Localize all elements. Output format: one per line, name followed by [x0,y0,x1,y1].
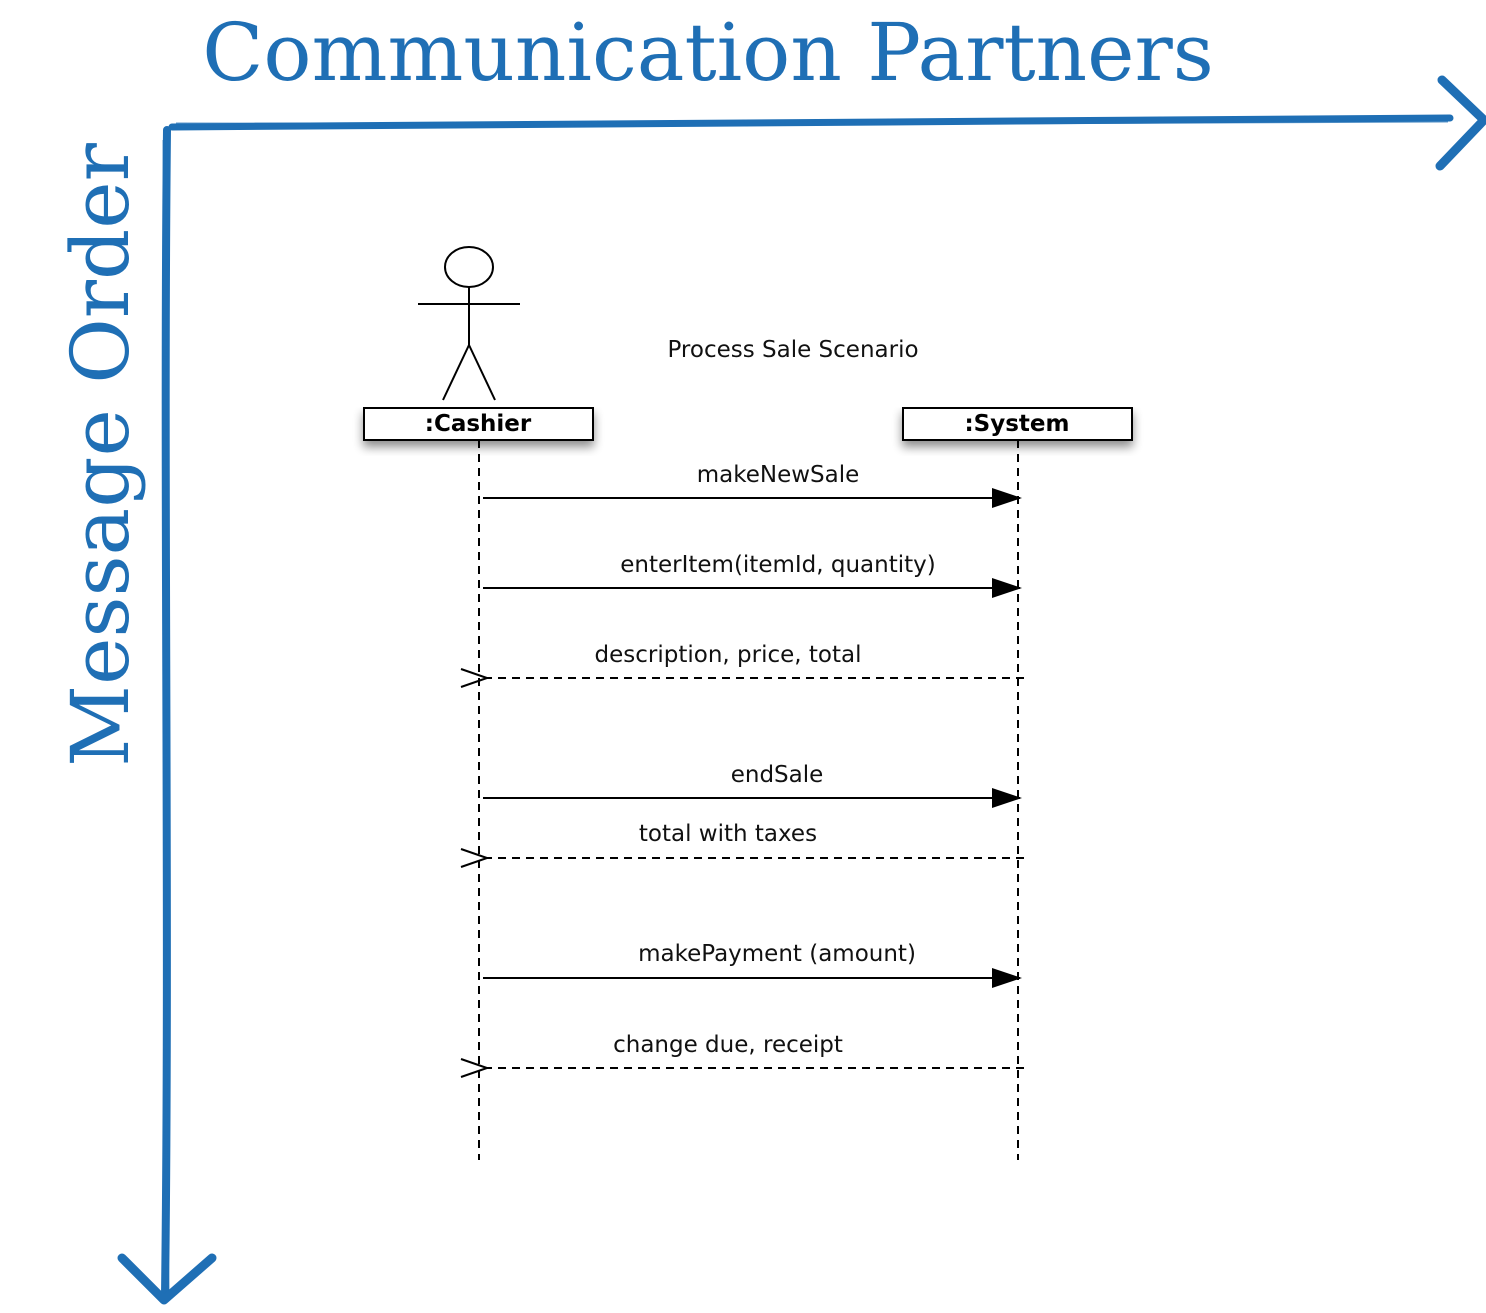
message-label: description, price, total [595,642,862,668]
lifeline-head-system: :System [902,407,1133,441]
message-6: makePayment (amount) [483,941,1022,988]
message-7: change due, receipt [487,1032,1024,1068]
message-label: makeNewSale [697,462,860,488]
message-2: enterItem(itemId, quantity) [483,552,1022,598]
axis-title-left: Message Order [54,142,147,766]
horizontal-axis-arrow [168,75,1486,171]
message-3: description, price, total [487,642,1024,678]
message-5: total with taxes [487,821,1024,858]
lifeline-label-system: :System [964,411,1069,437]
message-label: total with taxes [639,821,817,847]
message-label: endSale [731,762,824,788]
vertical-axis-arrow [117,126,217,1305]
message-1: makeNewSale [483,462,1022,508]
actor-icon [418,246,520,401]
lifeline-head-cashier: :Cashier [363,407,594,441]
message-label: makePayment (amount) [638,941,916,967]
message-4: endSale [483,762,1022,808]
message-label: change due, receipt [613,1032,843,1058]
axis-title-top: Communication Partners [202,6,1214,99]
diagram-title: Process Sale Scenario [667,337,918,363]
lifeline-label-cashier: :Cashier [425,411,532,437]
message-label: enterItem(itemId, quantity) [620,552,936,578]
